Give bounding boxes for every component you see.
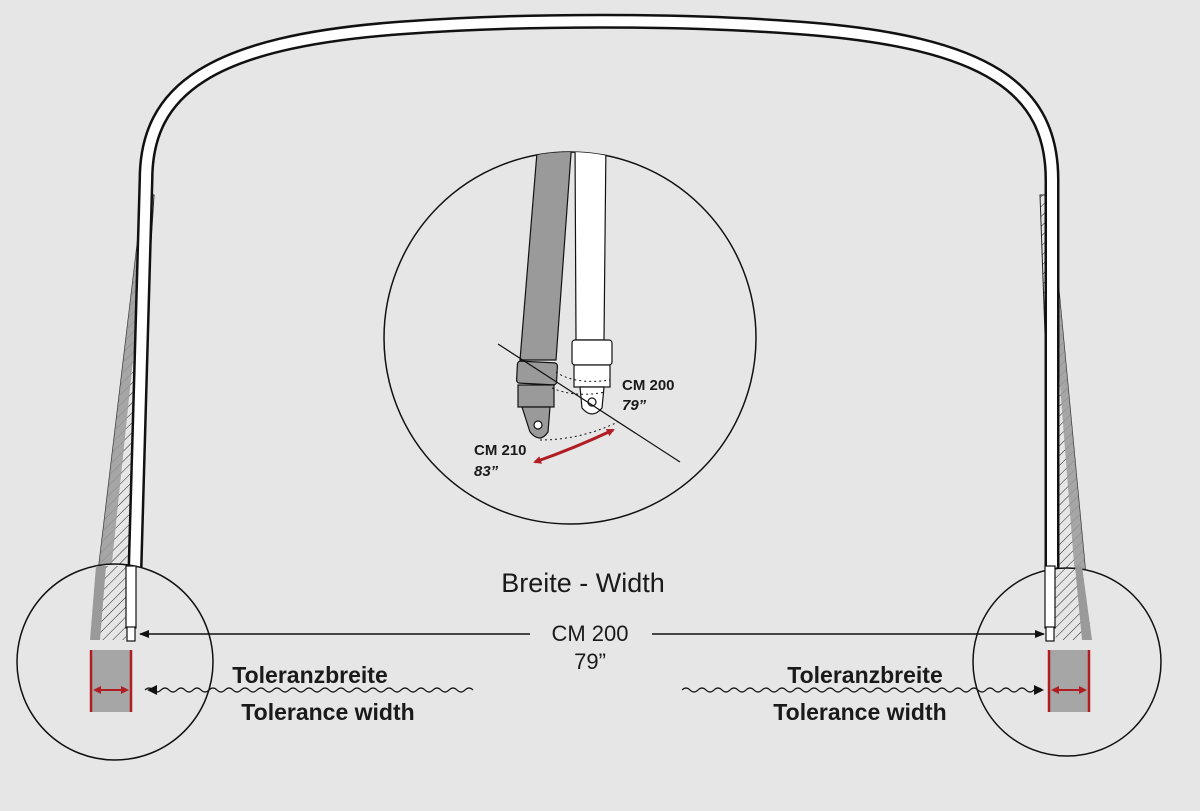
right-tolerance-leader (681, 687, 1043, 693)
detail-inner-cm: CM 200 (622, 377, 675, 394)
detail-outer-in: 83” (474, 463, 499, 480)
width-title: Breite - Width (501, 568, 665, 598)
width-value-in: 79” (574, 649, 606, 674)
left-base-detail (16, 563, 214, 761)
detail-inner-in: 79” (622, 397, 647, 414)
left-tolerance-leader (144, 687, 474, 693)
right-tolerance-label-de: Toleranzbreite (787, 662, 943, 688)
right-tolerance-label-en: Tolerance width (773, 699, 946, 725)
left-tolerance-bar (91, 650, 131, 712)
right-base-detail (972, 565, 1162, 757)
zoom-detail: CM 200 79” CM 210 83” (383, 151, 757, 525)
left-tolerance-label-en: Tolerance width (241, 699, 414, 725)
width-value-cm: CM 200 (551, 621, 628, 646)
right-tolerance-bar (1049, 650, 1089, 712)
detail-outer-cm: CM 210 (474, 442, 527, 459)
detail-range-arrow (533, 428, 615, 464)
left-tolerance-label-de: Toleranzbreite (232, 662, 388, 688)
